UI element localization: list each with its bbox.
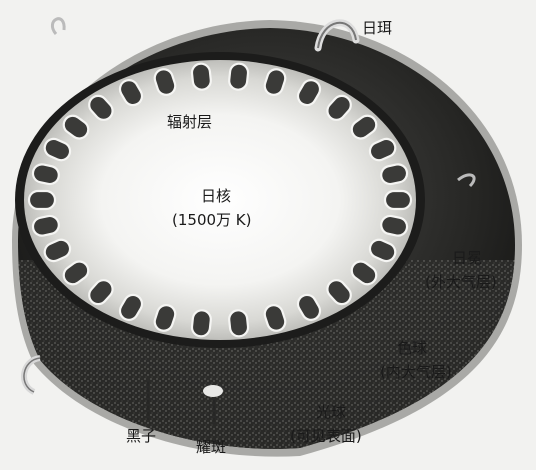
label-core-temp: (1500万 K): [172, 210, 251, 230]
convection-cell: [191, 309, 212, 337]
label-radiative-zone: 辐射层: [167, 112, 212, 132]
label-photosphere-note: (可见表面): [290, 426, 362, 446]
facula-spot: [203, 385, 223, 397]
label-core: 日核: [201, 186, 231, 206]
label-prominence: 日珥: [362, 18, 392, 38]
convection-cell: [228, 63, 249, 91]
convection-cell: [191, 63, 212, 91]
label-chromosphere-note: (内大气层): [380, 362, 452, 382]
prominence-top-left: [52, 19, 64, 34]
label-facula: 耀斑: [196, 437, 226, 457]
label-sunspot: 黑子: [126, 426, 156, 446]
convection-cell: [228, 309, 249, 337]
convection-cell: [385, 191, 411, 209]
convection-cell: [29, 191, 55, 209]
label-photosphere: 光球: [316, 402, 346, 422]
label-chromosphere: 色球: [397, 338, 427, 358]
label-corona-note: (外大气层): [425, 272, 497, 292]
label-corona: 日冕: [452, 248, 482, 268]
